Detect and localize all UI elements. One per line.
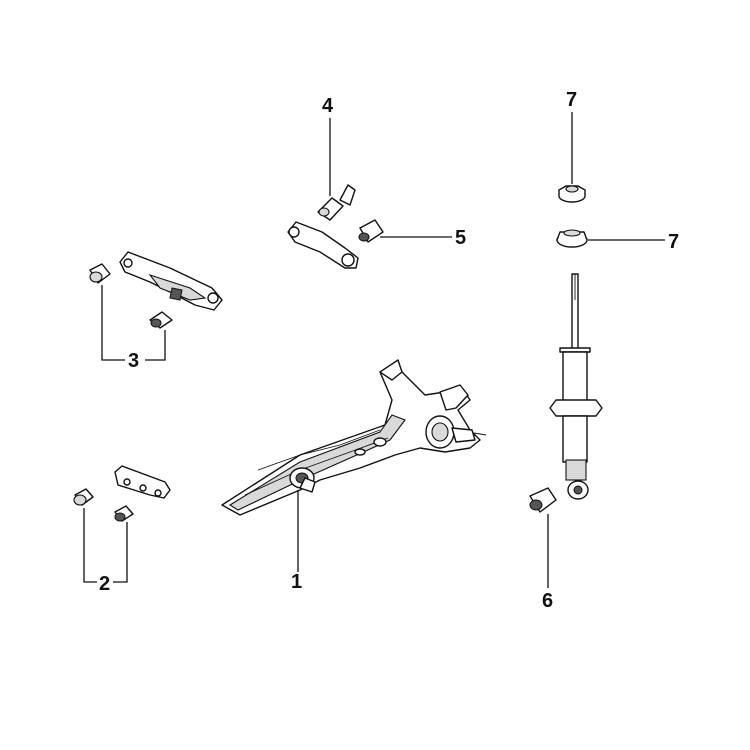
upper-mount-parts xyxy=(556,185,588,248)
callout-2-leader-right xyxy=(113,522,128,583)
compensator-arm-assembly xyxy=(287,184,384,269)
callout-3-label: 3 xyxy=(128,350,140,372)
callout-2-leader-left xyxy=(83,508,97,583)
callout-2-label: 2 xyxy=(99,573,111,595)
shock-absorber xyxy=(549,273,603,500)
shock-lower-bushing xyxy=(529,487,557,513)
callout-4-label: 4 xyxy=(322,95,334,117)
callout-3-leader-left xyxy=(101,285,125,361)
callout-1-label: 1 xyxy=(291,571,303,593)
trailing-arm-assembly xyxy=(221,359,487,516)
callout-3-leader-right xyxy=(145,330,166,361)
callout-7-side-label: 7 xyxy=(668,231,680,253)
upper-arm-assembly xyxy=(89,251,223,329)
callout-6-label: 6 xyxy=(542,590,554,612)
callout-5-label: 5 xyxy=(455,227,467,249)
callout-7-top-label: 7 xyxy=(566,89,578,111)
lower-link-assembly xyxy=(73,465,171,522)
